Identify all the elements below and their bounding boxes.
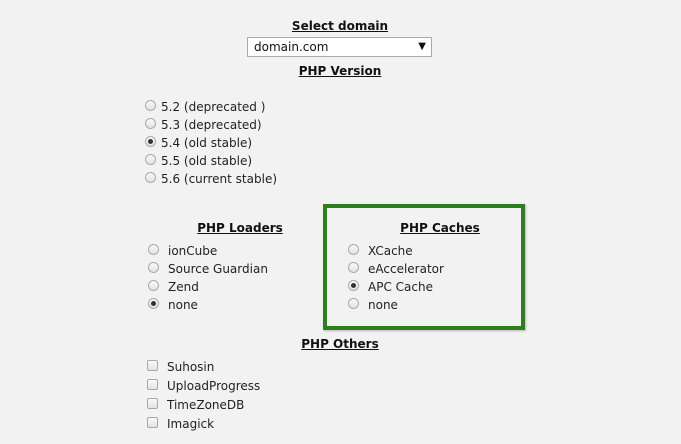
radio-label: XCache: [368, 244, 413, 258]
radio-label: none: [368, 298, 398, 312]
radio-label: 5.6 (current stable): [161, 172, 278, 186]
radio-label: 5.3 (deprecated): [161, 118, 262, 132]
checkbox-icon[interactable]: [147, 417, 158, 428]
chevron-down-icon[interactable]: ▼: [418, 41, 426, 52]
radio-icon[interactable]: [145, 118, 156, 129]
radio-icon[interactable]: [145, 100, 156, 111]
php-others-heading: PHP Others: [301, 337, 379, 351]
php-caches-heading: PHP Caches: [400, 221, 480, 235]
checkbox-icon[interactable]: [147, 379, 158, 390]
radio-icon[interactable]: [148, 280, 159, 291]
radio-label: none: [168, 298, 198, 312]
radio-label: 5.2 (deprecated ): [161, 100, 266, 114]
checkbox-icon[interactable]: [147, 398, 158, 409]
radio-label: ionCube: [168, 244, 218, 258]
radio-icon[interactable]: [148, 262, 159, 273]
radio-label: 5.5 (old stable): [161, 154, 253, 168]
radio-icon-selected[interactable]: [145, 136, 156, 147]
domain-select-value: domain.com: [254, 40, 329, 54]
radio-label: Zend: [168, 280, 199, 294]
radio-icon[interactable]: [145, 172, 156, 183]
radio-label: Source Guardian: [168, 262, 268, 276]
php-version-heading: PHP Version: [298, 64, 382, 78]
radio-label: 5.4 (old stable): [161, 136, 253, 150]
radio-icon[interactable]: [348, 298, 359, 309]
radio-icon-selected[interactable]: [148, 298, 159, 309]
select-domain-heading: Select domain: [291, 19, 389, 33]
php-loaders-heading: PHP Loaders: [197, 221, 283, 235]
checkbox-icon[interactable]: [147, 360, 158, 371]
checkbox-label: UploadProgress: [167, 379, 261, 393]
radio-icon-selected[interactable]: [348, 280, 359, 291]
php-caches-highlight-box: [323, 204, 525, 330]
checkbox-label: TimeZoneDB: [167, 398, 245, 412]
radio-icon[interactable]: [348, 244, 359, 255]
radio-icon[interactable]: [148, 244, 159, 255]
domain-select[interactable]: domain.com ▼: [247, 37, 432, 57]
radio-icon[interactable]: [145, 154, 156, 165]
radio-icon[interactable]: [348, 262, 359, 273]
radio-label: eAccelerator: [368, 262, 444, 276]
radio-label: APC Cache: [368, 280, 433, 294]
checkbox-label: Imagick: [167, 417, 215, 431]
checkbox-label: Suhosin: [167, 360, 215, 374]
